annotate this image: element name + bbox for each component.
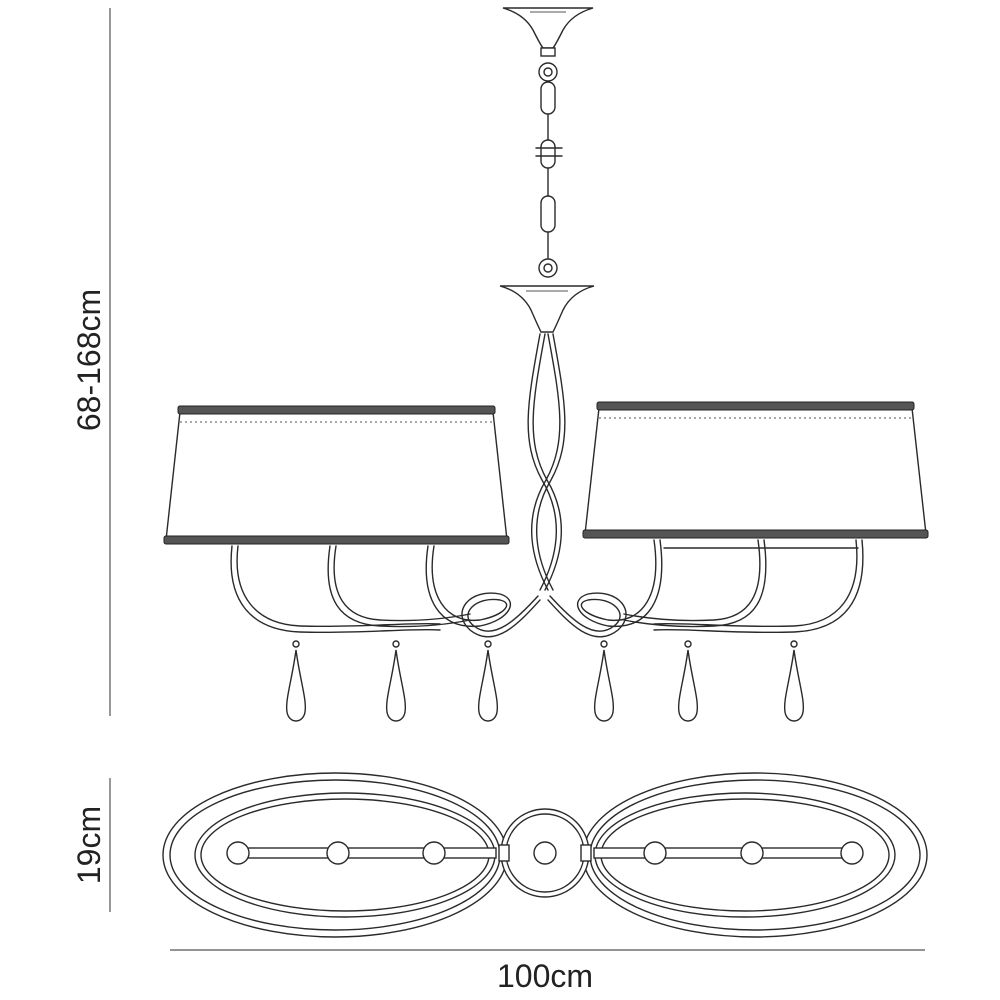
- right-lamp-holder: [643, 841, 667, 865]
- right-lamp-holder: [740, 841, 764, 865]
- center-hub-canopy: [533, 841, 557, 865]
- left-lamp-shade: [163, 405, 510, 545]
- left-arms: [230, 545, 541, 638]
- width-dimension-label: 100cm: [497, 958, 593, 994]
- crystal-drop: [783, 640, 805, 722]
- right-lamp-shade: [582, 401, 929, 539]
- left-lamp-holder: [422, 841, 446, 865]
- crystal-drop: [385, 640, 407, 722]
- right-arms: [547, 539, 864, 638]
- left-lamp-holder: [226, 841, 250, 865]
- depth-dimension-label: 19cm: [71, 806, 107, 884]
- right-lamp-holder: [840, 841, 864, 865]
- crystal-drop: [677, 640, 699, 722]
- crystal-drop: [477, 640, 499, 722]
- suspension-chain: [535, 62, 563, 278]
- right-arm-bar: [593, 847, 853, 859]
- left-arm-bar: [239, 847, 497, 859]
- left-lamp-holder: [326, 841, 350, 865]
- central-stem: [527, 333, 566, 591]
- crystal-drop: [285, 640, 307, 722]
- ceiling-canopy: [502, 7, 594, 57]
- height-dimension-label: 68-168cm: [71, 289, 107, 431]
- central-cup: [499, 285, 595, 333]
- crystal-drops: [285, 640, 805, 722]
- crystal-drop: [593, 640, 615, 722]
- top-view-plan: [162, 772, 928, 938]
